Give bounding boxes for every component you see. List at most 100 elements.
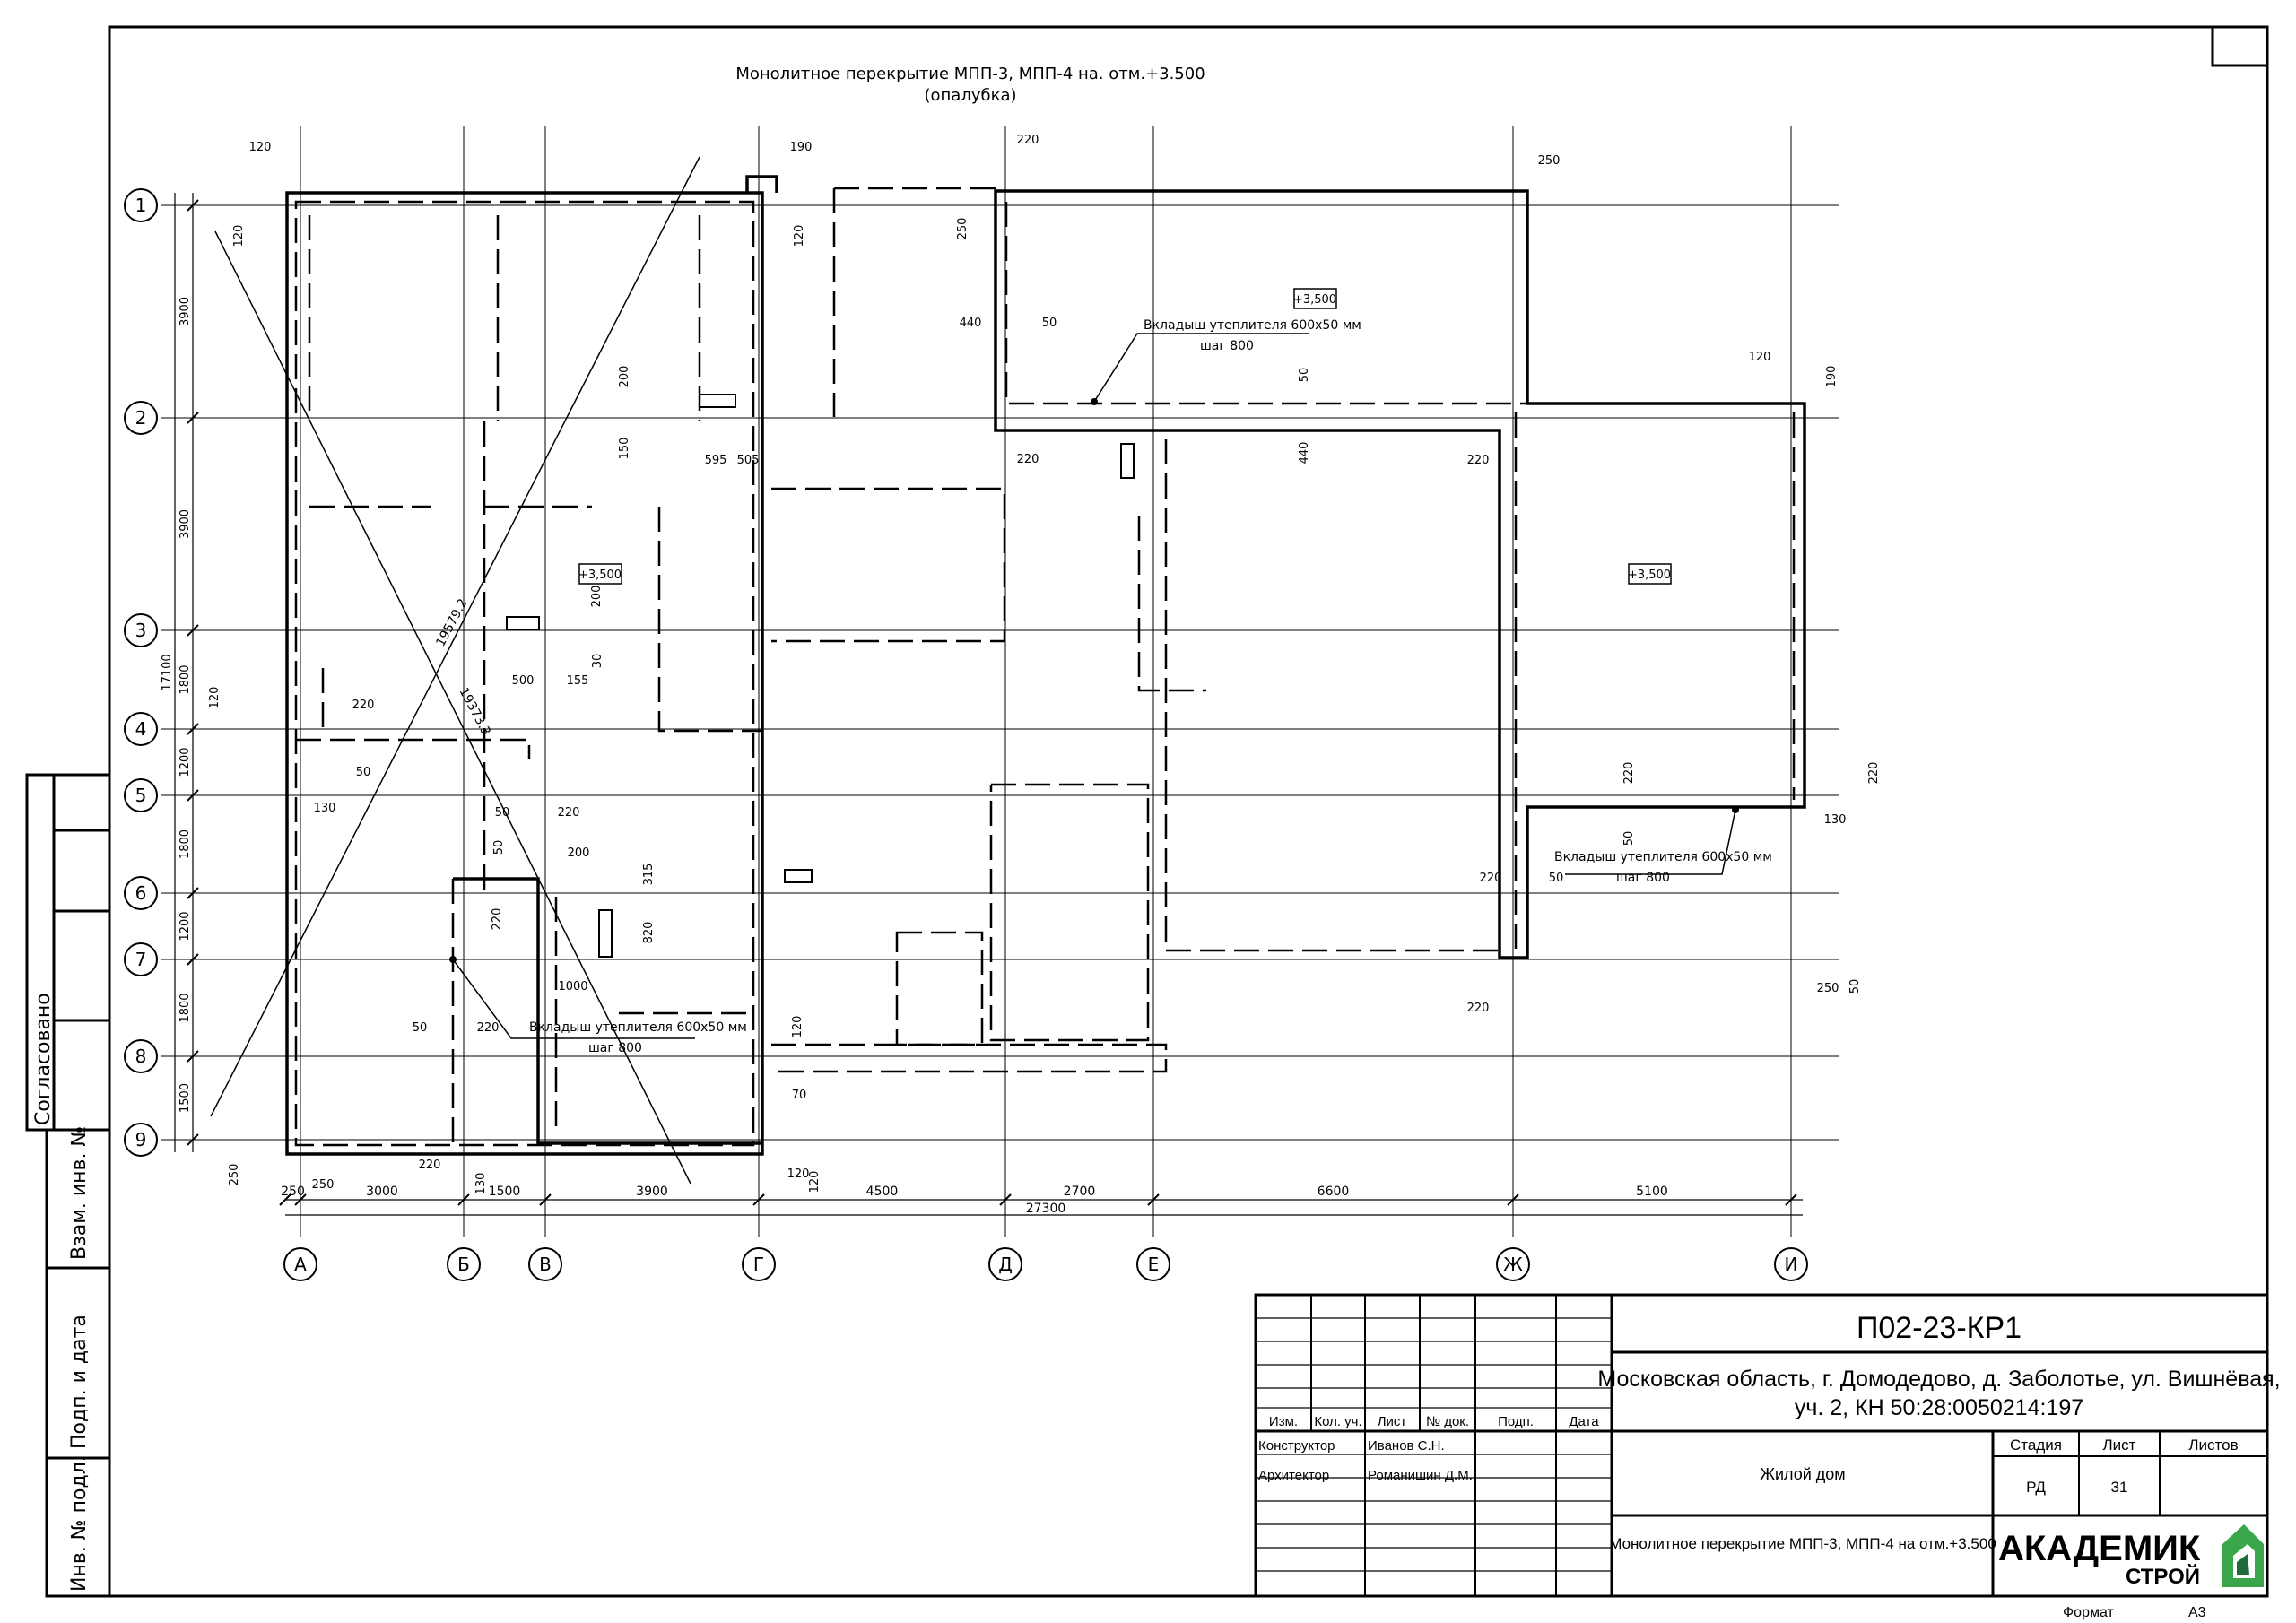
tb-header: Кол. уч.: [1314, 1414, 1361, 1429]
dim-label: 220: [419, 1159, 441, 1172]
diag-dim-2: 19373.3: [456, 685, 492, 738]
col-label: Б: [457, 1254, 470, 1275]
bottom-span-dim: 6600: [1318, 1185, 1350, 1199]
row-bubble: [124, 876, 158, 910]
stage-label: Стадия: [2010, 1436, 2062, 1454]
bottom-span-dim: 1500: [489, 1185, 521, 1199]
sheets-label: Листов: [2188, 1436, 2238, 1454]
dim-tick: [187, 199, 199, 212]
dim-label: 120: [232, 225, 246, 247]
insert-step-3: шаг 800: [588, 1041, 642, 1055]
dim-label: 250: [956, 218, 970, 240]
role-1: Конструктор: [1258, 1438, 1335, 1454]
name-1: Иванов С.Н.: [1368, 1438, 1445, 1454]
dim-label: 220: [1622, 762, 1636, 785]
address-line-2: уч. 2, КН 50:28:0050214:197: [1795, 1395, 2083, 1420]
dim-tick: [1507, 1193, 1519, 1206]
dim-label: 1000: [558, 980, 587, 994]
dim-label: 220: [558, 806, 580, 820]
dim-label: 120: [1749, 351, 1771, 364]
dim-label: 130: [1824, 813, 1847, 827]
name-2: Романишин Д.М.: [1368, 1468, 1473, 1483]
agreed-label: Согласовано: [32, 993, 55, 1125]
dim-label: 155: [567, 674, 589, 688]
col-label: В: [539, 1254, 552, 1275]
dim-tick: [187, 953, 199, 966]
svg-text:+3,500: +3,500: [578, 568, 622, 582]
row-bubble: [124, 778, 158, 812]
dim-label: 120: [808, 1171, 822, 1193]
dim-label: 440: [1298, 442, 1311, 464]
inv-replace-label: Взам. инв. №: [68, 1126, 91, 1260]
level-mark: +3,500: [1628, 563, 1672, 585]
dim-label: 500: [512, 674, 535, 688]
row-bubble: [124, 613, 158, 647]
svg-text:+3,500: +3,500: [1628, 568, 1671, 582]
opening: [506, 394, 1135, 958]
col-bubble: [1496, 1247, 1530, 1281]
tb-header: № док.: [1426, 1414, 1469, 1429]
dim-label: 250: [1817, 982, 1839, 995]
col-label: А: [294, 1254, 307, 1275]
left-span-dim: 1800: [178, 664, 192, 694]
left-span-dim: 1200: [178, 747, 192, 777]
dim-label: 220: [1867, 762, 1881, 785]
format-value: А3: [2188, 1605, 2206, 1620]
sign-date-label: Подп. и дата: [68, 1315, 91, 1449]
col-bubble: [988, 1247, 1022, 1281]
left-span-dim: 1800: [178, 829, 192, 859]
row-bubble: [124, 188, 158, 222]
col-bubble: [1774, 1247, 1808, 1281]
tb-header: Изм.: [1269, 1414, 1298, 1429]
bottom-span-dim: 5100: [1636, 1185, 1668, 1199]
stage-value: РД: [2026, 1479, 2046, 1496]
dim-label: 50: [492, 840, 506, 855]
row-label: 7: [135, 949, 147, 970]
tb-header: Лист: [1378, 1414, 1407, 1429]
sheet-value: 31: [2111, 1479, 2128, 1496]
dim-label: 440: [960, 317, 982, 330]
row-label: 6: [135, 882, 147, 904]
svg-text:СТРОЙ: СТРОЙ: [2126, 1564, 2200, 1589]
level-mark: +3,500: [1293, 288, 1337, 309]
svg-text:АКАДЕМИК: АКАДЕМИК: [1998, 1529, 2201, 1568]
left-span-dim: 1200: [178, 911, 192, 941]
dim-label: 130: [314, 802, 336, 815]
dim-label: 120: [793, 225, 806, 247]
col-label: Д: [998, 1254, 1013, 1275]
row-label: 1: [135, 195, 147, 216]
wall-dashes: [294, 187, 1805, 1147]
dim-label: 150: [618, 438, 631, 460]
col-bubble: [528, 1247, 562, 1281]
bottom-span-dim: 3000: [366, 1185, 398, 1199]
dim-label: 200: [618, 366, 631, 388]
dim-label: 315: [642, 864, 656, 886]
left-span-dim: 1800: [178, 993, 192, 1022]
bottom-span-dim: 3900: [636, 1185, 668, 1199]
row-label: 8: [135, 1046, 147, 1067]
dim-label: 200: [590, 586, 604, 608]
dim-label: 190: [1825, 366, 1839, 388]
left-span-dim: 3900: [178, 297, 192, 326]
row-bubble: [124, 401, 158, 435]
drawing-title: Монолитное перекрытие МПП-3, МПП-4 на. о…: [735, 65, 1205, 83]
insert-note-1: Вкладыш утеплителя 600х50 мм: [1144, 318, 1361, 333]
title-block: [1254, 1293, 2269, 1598]
row-label: 4: [135, 718, 147, 740]
col-label: Е: [1148, 1254, 1160, 1275]
dim-label: 250: [312, 1178, 335, 1192]
dim-tick: [1147, 1193, 1160, 1206]
object-name: Жилой дом: [1760, 1465, 1845, 1483]
dim-tick: [187, 1050, 199, 1063]
dim-tick: [187, 624, 199, 637]
row-label: 2: [135, 407, 147, 429]
dim-tick: [1785, 1193, 1797, 1206]
leader-dot: [449, 956, 457, 963]
inv-orig-label: Инв. № подл.: [68, 1455, 91, 1592]
row-label: 3: [135, 620, 147, 641]
dim-label: 50: [1848, 979, 1862, 994]
level-mark: +3,500: [578, 563, 622, 585]
left-span-dim: 3900: [178, 509, 192, 539]
insert-note-3: Вкладыш утеплителя 600х50 мм: [529, 1020, 747, 1035]
bottom-span-dim: 2700: [1064, 1185, 1096, 1199]
